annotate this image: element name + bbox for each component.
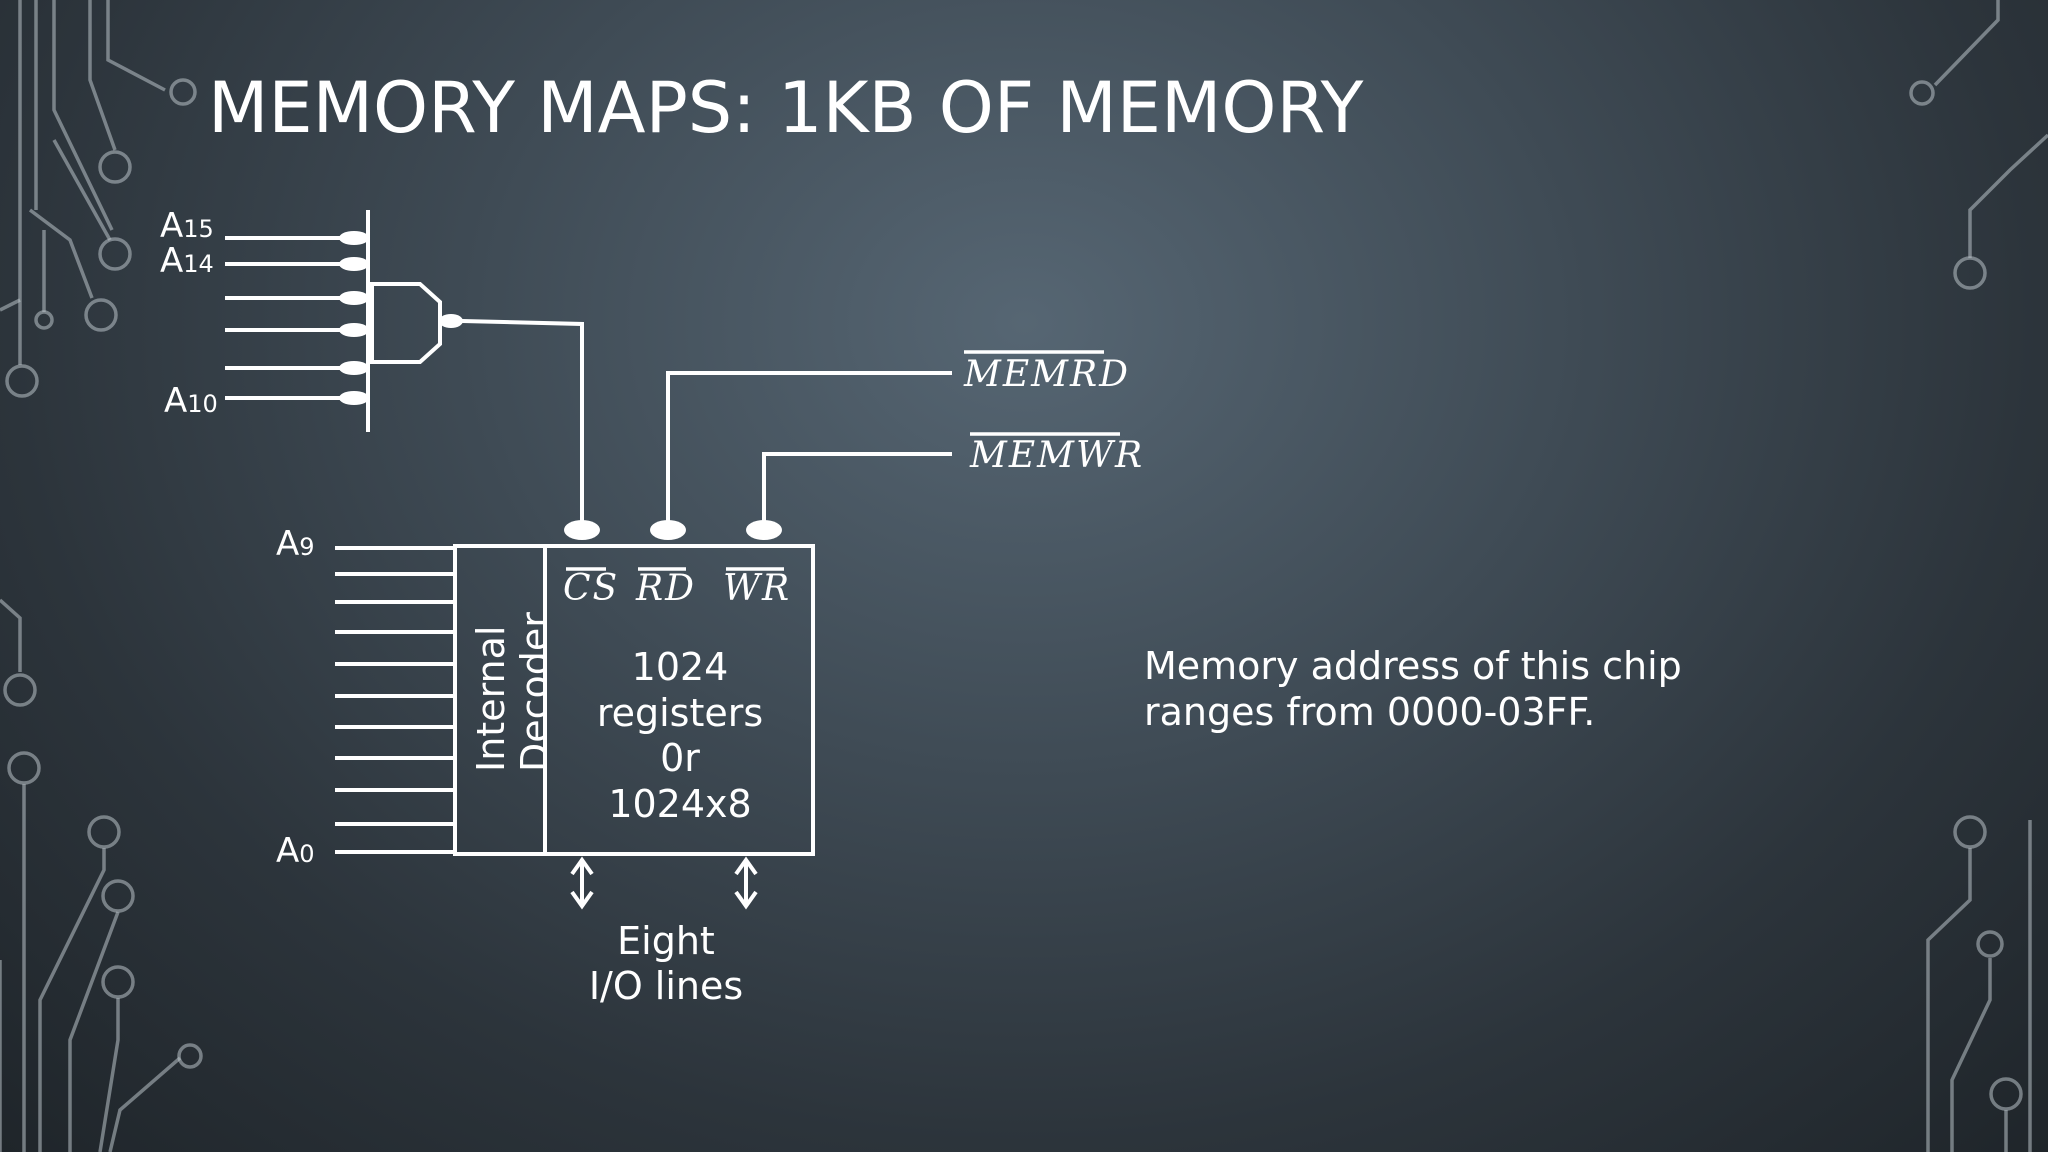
nand-gate [370,282,442,364]
inversion-bubble [339,361,369,375]
chip-text-line2: registers [597,691,763,735]
inversion-bubble [339,257,369,271]
rd-label: RD [635,568,696,609]
note-line2: ranges from 0000-03FF. [1144,690,1595,734]
io-arrow-right [734,856,758,910]
inversion-bubble [339,291,369,305]
memrd-wire [666,371,952,522]
cs-pin-bubble [564,520,600,540]
memwr-label: MEMWR [969,435,1144,476]
chip-text-line1: 1024 [632,645,729,689]
inversion-bubble [339,323,369,337]
io-label-line1: Eight [617,919,715,963]
circuit-decoration-right [1909,0,2048,1152]
cs-label: CS [563,568,619,609]
chip-text-line4: 1024x8 [608,782,751,826]
label-a14: A14 [160,241,214,281]
nand-output-bubble [439,314,463,328]
memwr-wire [762,452,952,522]
label-a0: A0 [276,831,315,871]
memrd-label: MEMRD [963,354,1130,395]
wr-label: WR [723,568,791,609]
io-label-line2: I/O lines [589,964,743,1008]
label-a10: A10 [164,381,218,421]
io-arrow-left [570,856,594,910]
note-line1: Memory address of this chip [1144,644,1682,688]
low-address-bus [335,546,455,854]
rd-pin-bubble [650,520,686,540]
page-title: MEMORY MAPS: 1KB OF MEMORY [208,67,1364,149]
decoder-label-line1: Internal [469,626,513,772]
label-a15: A15 [160,206,214,246]
high-address-bus [225,210,370,432]
wr-pin-bubble [746,520,782,540]
label-a9: A9 [276,524,315,564]
inversion-bubble [339,391,369,405]
chip-text-line3: 0r [660,736,700,780]
inversion-bubble [339,231,369,245]
circuit-decoration-left [0,0,203,1152]
chip-select-wire [461,319,584,522]
decoder-label-line2: Decoder [513,612,557,772]
internal-decoder-block [453,544,547,856]
